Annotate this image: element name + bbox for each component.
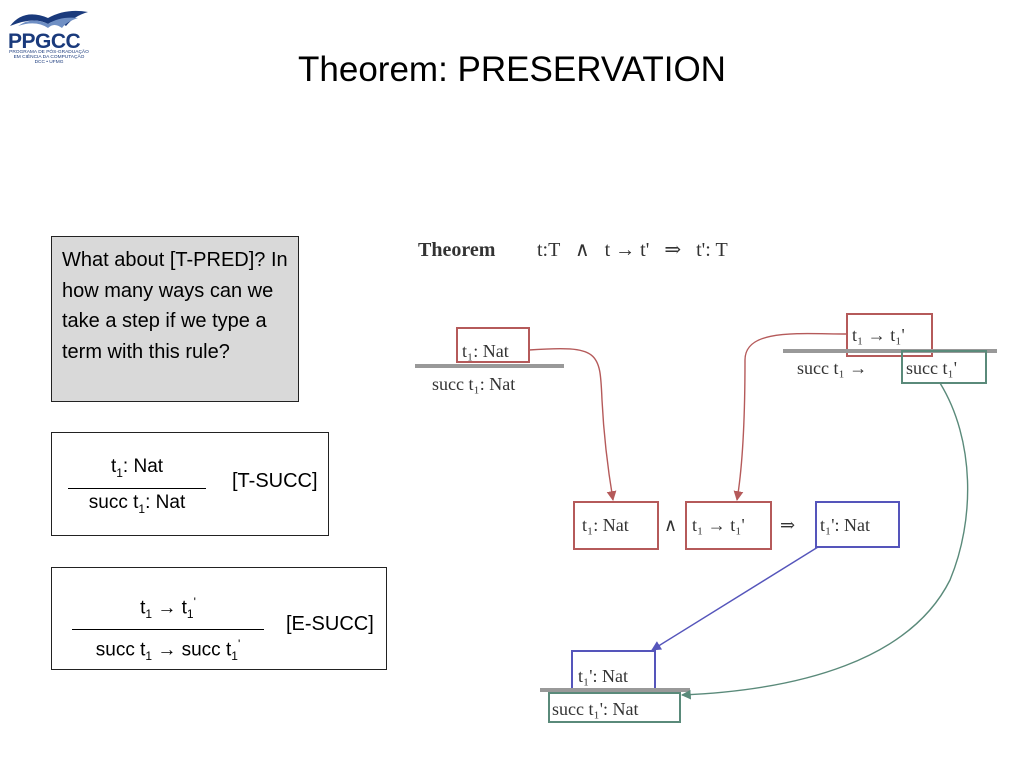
mid-step: t₁ → t₁' — [692, 515, 745, 535]
t-succ-fraction: t1: Nat succ t1: Nat — [68, 455, 206, 521]
logo-subtitle-line: DCC • UFMG — [34, 60, 64, 65]
inference-bar — [72, 629, 264, 631]
e-succ-premise: t1 → t1' — [140, 595, 196, 622]
green-arrow — [681, 382, 969, 700]
red-arrow-right — [733, 332, 848, 501]
question-note-box: What about [T-PRED]? In how many ways ca… — [51, 236, 299, 402]
left-rule-conclusion: succ t₁: Nat — [432, 374, 515, 394]
note-line1-smallcaps: RED — [206, 249, 249, 271]
right-rule-conclusion-b: succ t₁' — [906, 358, 957, 378]
logo-subtitle-line: EM CIÊNCIA DA COMPUTAÇÃO — [13, 55, 85, 60]
mid-and-symbol: ∧ — [664, 515, 677, 535]
e-succ-fraction: t1 → t1' succ t1 → succ t1' — [72, 590, 264, 668]
t-succ-rule-name: [T-SUCC] — [232, 470, 318, 492]
mid-result-box — [815, 501, 900, 548]
t-succ-conclusion: succ t1: Nat — [88, 491, 186, 516]
bottom-conclusion-box — [548, 692, 681, 723]
mid-result: t₁': Nat — [820, 515, 870, 535]
right-rule-conclusion-a: succ t₁ → — [797, 358, 872, 378]
logo-text: PPGCC — [8, 30, 81, 53]
logo-subtitle-line: PROGRAMA DE PÓS-GRADUAÇÃO — [9, 50, 89, 55]
t-succ-rule-box: t1: Nat succ t1: Nat [T-SUCC] — [51, 432, 329, 536]
theorem-statement: t:T ∧ t → t' ⇒ t': T — [537, 239, 728, 261]
blue-arrow — [651, 546, 819, 651]
right-rule-premise: t₁ → t₁' — [852, 325, 905, 345]
logo-wing-icon — [10, 10, 88, 28]
note-question-text: In how many ways can we take a step if w… — [62, 249, 288, 363]
mid-implies-symbol: ⇒ — [780, 515, 795, 535]
mid-typing: t₁: Nat — [582, 515, 629, 535]
left-rule-premise: t₁: Nat — [462, 341, 509, 361]
mid-typing-box — [573, 501, 659, 550]
red-arrow-left — [528, 347, 617, 501]
t-succ-premise: t1: Nat — [110, 456, 164, 480]
note-line1-suffix: ]? — [248, 249, 266, 271]
theorem-label: Theorem — [418, 239, 496, 261]
e-succ-conclusion: succ t1 → succ t1' — [95, 637, 241, 664]
title-prefix: Theorem: P — [298, 50, 481, 89]
proof-diagram: Theorem t:T ∧ t → t' ⇒ t': T t₁: Nat suc… — [415, 239, 997, 723]
right-conclusion-box — [901, 350, 987, 384]
bottom-rule-conclusion: succ t₁': Nat — [552, 699, 639, 719]
title-smallcaps: RESERVATION — [480, 50, 726, 89]
ppgcc-logo: PPGCC PROGRAMA DE PÓS-GRADUAÇÃO EM CIÊNC… — [4, 4, 92, 68]
slide-title: Theorem: PRESERVATION — [0, 50, 1024, 90]
left-premise-box — [456, 327, 530, 363]
mid-step-box — [685, 501, 772, 550]
right-premise-box — [846, 313, 933, 357]
bottom-rule-premise: t₁': Nat — [578, 666, 628, 686]
note-line1-prefix: What about [T-P — [62, 249, 207, 271]
e-succ-rule-name: [E-SUCC] — [286, 613, 374, 635]
e-succ-rule-box: t1 → t1' succ t1 → succ t1' [E-SUCC] — [51, 567, 387, 670]
inference-bar — [68, 487, 206, 489]
